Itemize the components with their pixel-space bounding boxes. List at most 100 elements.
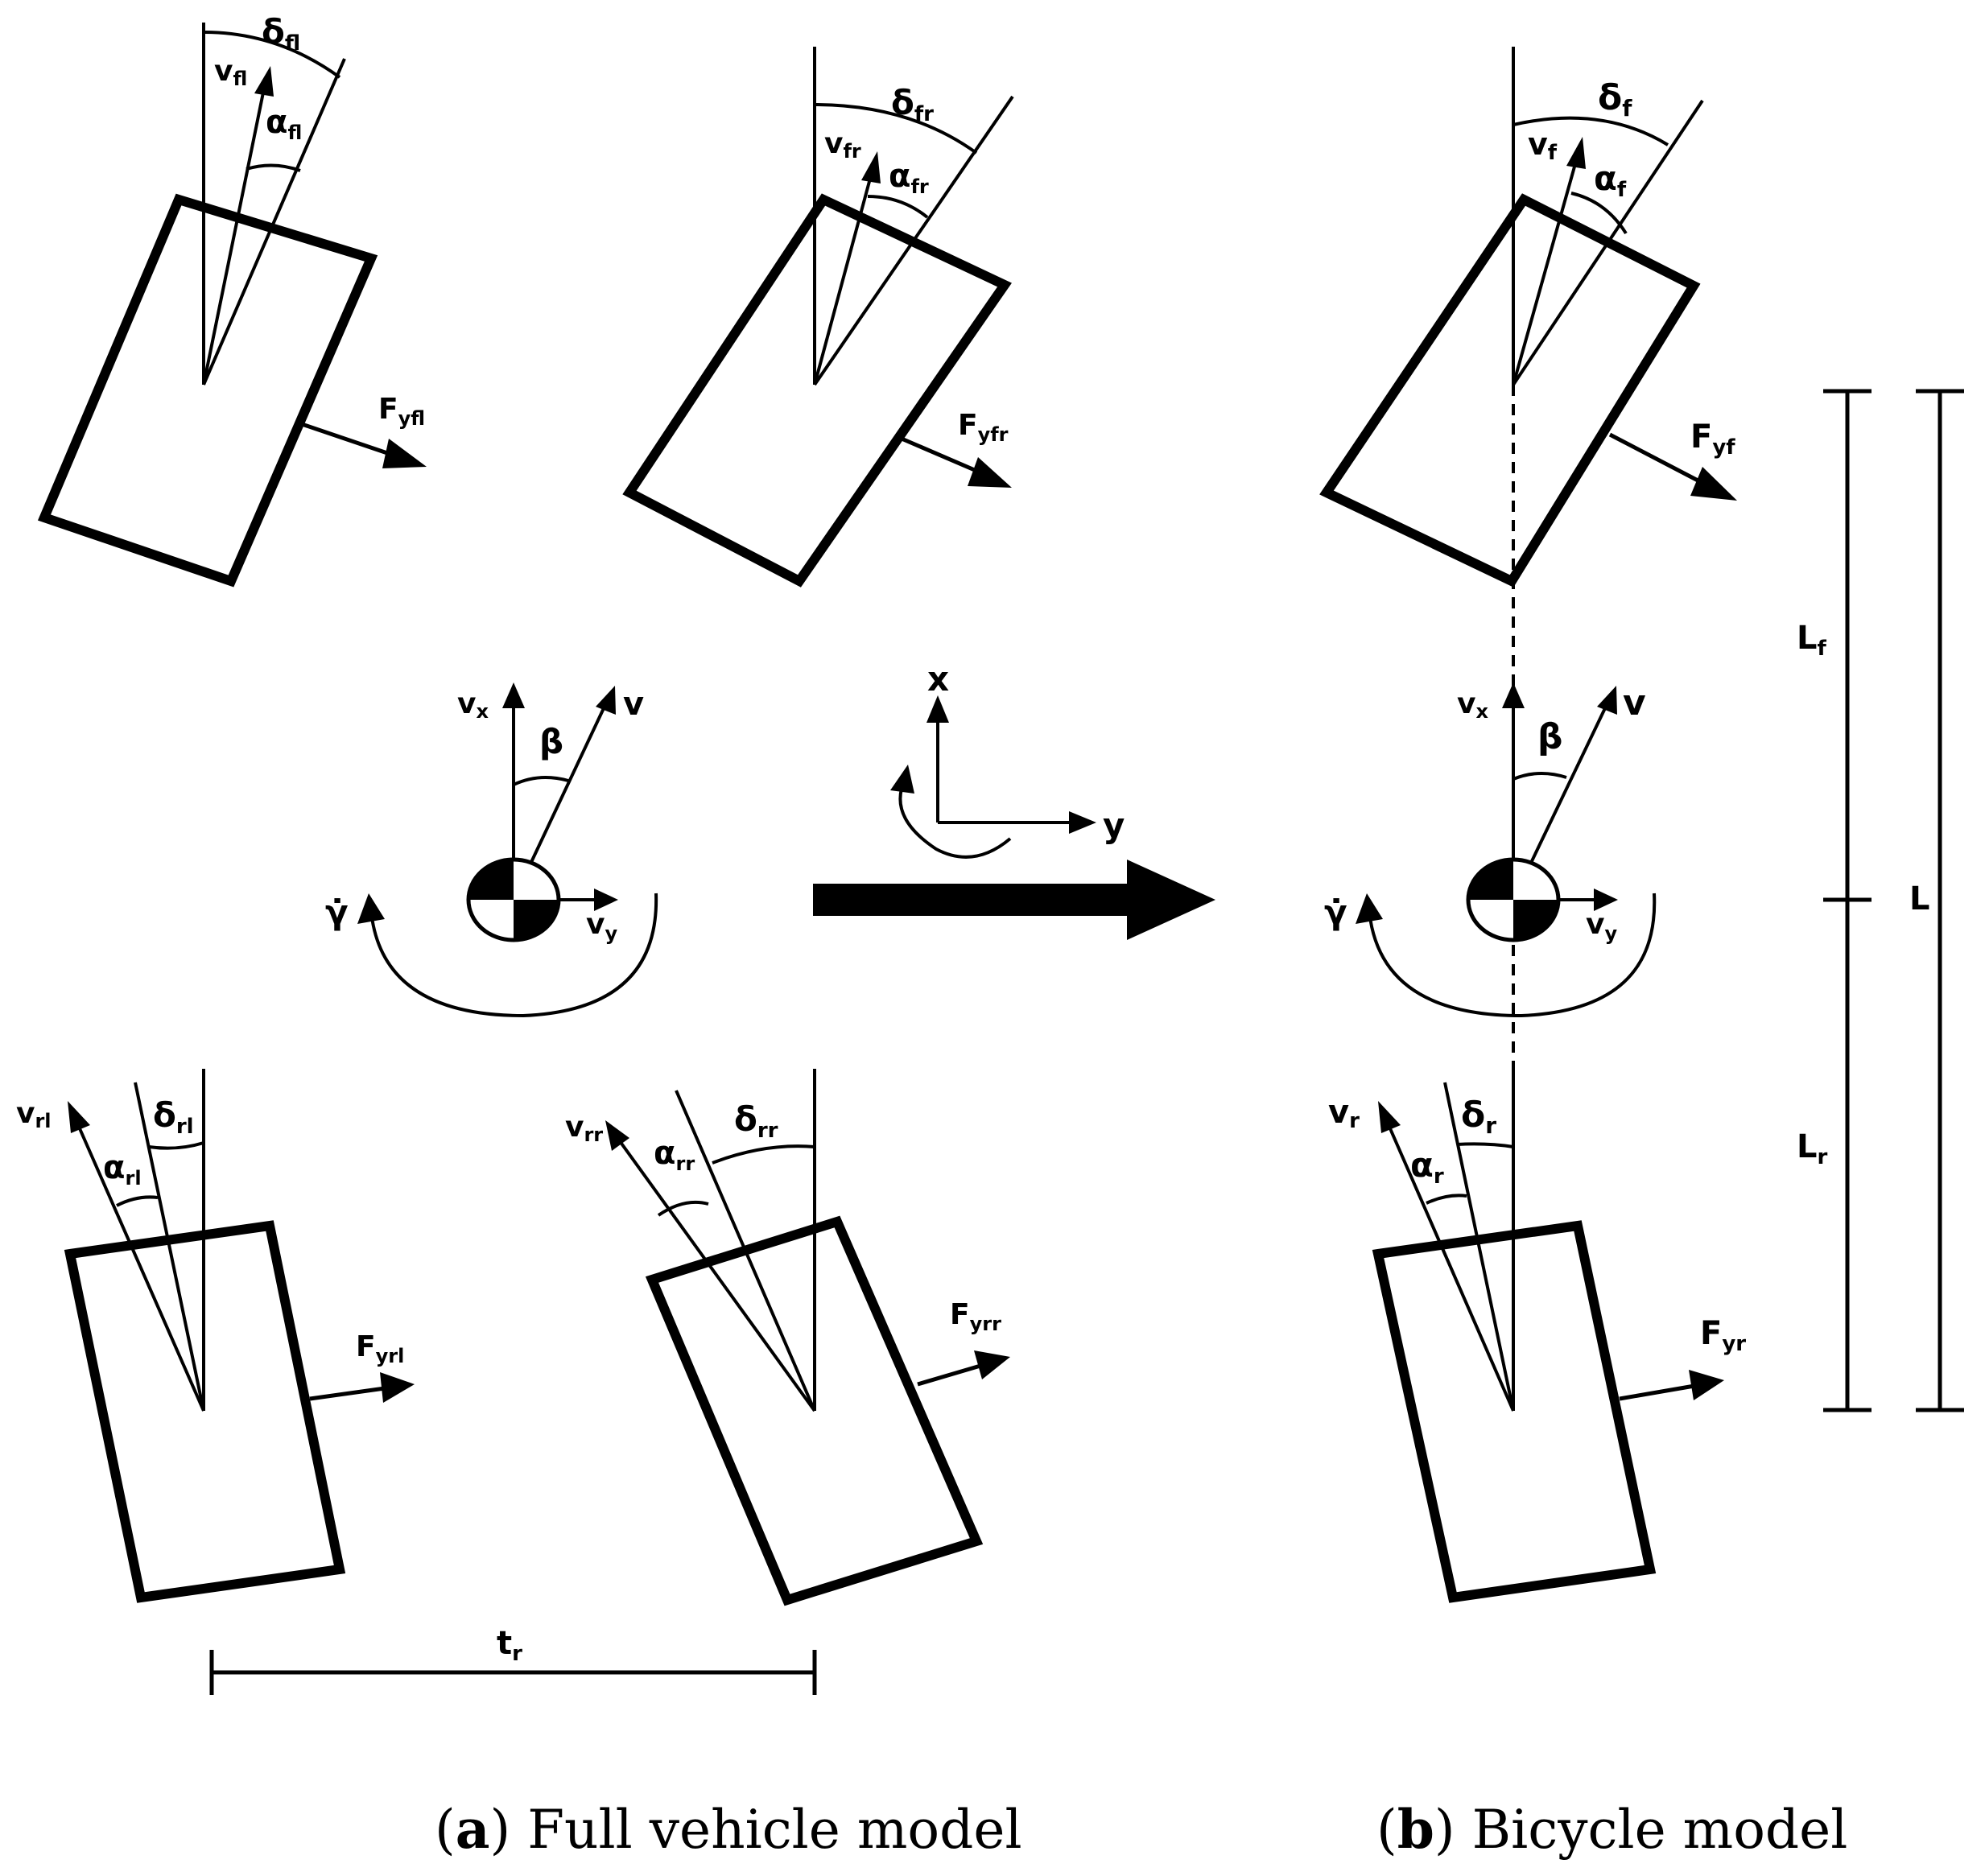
svg-text:vrr: vrr: [565, 1111, 603, 1146]
velocity-vector-rear-right: [618, 1140, 816, 1412]
steer-angle-symbol: δ: [734, 1099, 757, 1139]
steer-angle-subscript: fr: [914, 102, 934, 126]
force-line: [917, 1363, 981, 1387]
steer-angle-subscript: rl: [176, 1115, 194, 1139]
caption-a: (a) Full vehicle model: [435, 1798, 1022, 1861]
steer-angle-arc: [203, 31, 341, 79]
lr-label-subscript: r: [1818, 1145, 1828, 1169]
svg-text:vx: vx: [457, 687, 489, 723]
vx-arrowhead: [1502, 682, 1525, 708]
tire-rear-right: [645, 1215, 984, 1606]
steer-angle-symbol: δ: [1598, 77, 1622, 118]
velocity-symbol: v: [565, 1111, 584, 1144]
yaw-rate-symbol: γ̇: [325, 893, 349, 932]
velocity-subscript: fr: [843, 140, 860, 163]
wheel-bicycle-rear: vr δr αr Fyr: [1328, 1069, 1746, 1603]
caption-b-text: Bicycle model: [1472, 1799, 1848, 1861]
svg-text:tr: tr: [497, 1625, 522, 1666]
l-label: L: [1909, 880, 1930, 917]
velocity-vector-front-right: [813, 175, 873, 386]
force-line: [301, 422, 395, 458]
velocity-symbol: v: [1528, 126, 1548, 162]
svg-text:αfl: αfl: [266, 104, 302, 144]
svg-text:Fyfl: Fyfl: [378, 393, 425, 430]
slip-angle-subscript: fr: [910, 175, 928, 198]
beta-arc: [1512, 771, 1567, 781]
slip-angle-symbol: α: [103, 1149, 125, 1186]
slip-angle-arc: [246, 163, 301, 172]
lr-label: L: [1797, 1128, 1818, 1165]
slip-angle-symbol: α: [266, 104, 287, 141]
lf-label: L: [1797, 620, 1818, 657]
steer-angle-subscript: f: [1622, 95, 1632, 122]
wheel-bicycle-front: δf vf αf Fyf: [1319, 47, 1737, 588]
velocity-vector-rear-left: [77, 1126, 205, 1412]
force-subscript: yr: [1722, 1332, 1746, 1356]
vx-arrowhead: [502, 682, 525, 708]
steer-direction-line: [1512, 99, 1704, 386]
force-subscript: yrl: [376, 1345, 405, 1367]
force-symbol: F: [1700, 1315, 1722, 1352]
svg-text:vfr: vfr: [824, 127, 861, 163]
force-arrowhead: [974, 1350, 1010, 1379]
velocity-symbol: v: [214, 55, 233, 88]
force-arrowhead: [382, 439, 427, 468]
x-axis-arrowhead: [926, 695, 949, 723]
svg-text:Fyfr: Fyfr: [958, 409, 1009, 446]
tire-front-right: [622, 193, 1012, 588]
svg-text:vr: vr: [1328, 1094, 1360, 1133]
svg-text:Fyr: Fyr: [1700, 1315, 1746, 1356]
slip-angle-symbol: α: [654, 1135, 675, 1172]
velocity-vector-bicycle-rear: [1388, 1126, 1515, 1412]
force-line: [1608, 432, 1704, 485]
coordinate-axes: x y: [890, 659, 1125, 859]
beta-arc: [513, 776, 569, 786]
tire-front-left: [37, 193, 378, 588]
track-label-subscript: r: [512, 1642, 522, 1666]
force-arrowhead: [1689, 1370, 1724, 1400]
svg-text:vf: vf: [1528, 126, 1558, 165]
vy-arrowhead: [1594, 889, 1618, 911]
x-axis-label: x: [927, 659, 949, 699]
vy-symbol: v: [1586, 908, 1604, 941]
svg-text:αf: αf: [1594, 159, 1627, 202]
slip-angle-subscript: fl: [287, 122, 302, 144]
slip-angle-subscript: rl: [125, 1167, 141, 1190]
slip-angle-symbol: α: [1594, 159, 1617, 198]
slip-angle-subscript: f: [1617, 178, 1627, 202]
force-arrowhead: [968, 457, 1012, 488]
steer-angle-subscript: fl: [285, 31, 300, 56]
force-symbol: F: [958, 409, 978, 442]
svg-text:αrr: αrr: [654, 1135, 695, 1175]
yaw-rate-arc: [370, 893, 658, 1018]
svg-text:δr: δr: [1461, 1095, 1496, 1139]
svg-text:vrl: vrl: [16, 1097, 52, 1132]
cg-full-model: vx v β vy γ̇: [325, 682, 658, 1018]
cg-quadrant-bottom-right: [514, 900, 559, 940]
velocity-vector-bicycle-front: [1512, 160, 1578, 386]
v-symbol: v: [1623, 682, 1646, 724]
length-dimensions: Lf Lr L: [1797, 389, 1964, 1412]
steer-direction-line: [675, 1090, 816, 1412]
slip-angle-subscript: rr: [675, 1152, 695, 1175]
slip-angle-arc: [657, 1200, 709, 1217]
yaw-rate-arc: [1368, 893, 1657, 1018]
transform-arrow: [813, 860, 1215, 940]
svg-text:δf: δf: [1598, 77, 1632, 122]
yaw-rate-symbol: γ̇: [1324, 893, 1347, 932]
svg-text:vx: vx: [1457, 687, 1488, 723]
svg-text:δfr: δfr: [891, 83, 934, 126]
wheel-rear-right: vrr δrr αrr Fyrr: [565, 1069, 1010, 1606]
svg-text:δrr: δrr: [734, 1099, 778, 1143]
velocity-subscript: fl: [233, 68, 247, 90]
velocity-symbol: v: [1328, 1094, 1349, 1131]
beta-symbol: β: [539, 722, 563, 761]
vy-subscript: y: [605, 922, 617, 945]
force-subscript: yf: [1712, 435, 1735, 460]
svg-text:Fyrl: Fyrl: [356, 1330, 404, 1367]
velocity-subscript: r: [1349, 1109, 1360, 1133]
slip-angle-arc: [116, 1195, 159, 1207]
force-symbol: F: [378, 393, 398, 426]
vx-subscript: x: [476, 700, 489, 723]
